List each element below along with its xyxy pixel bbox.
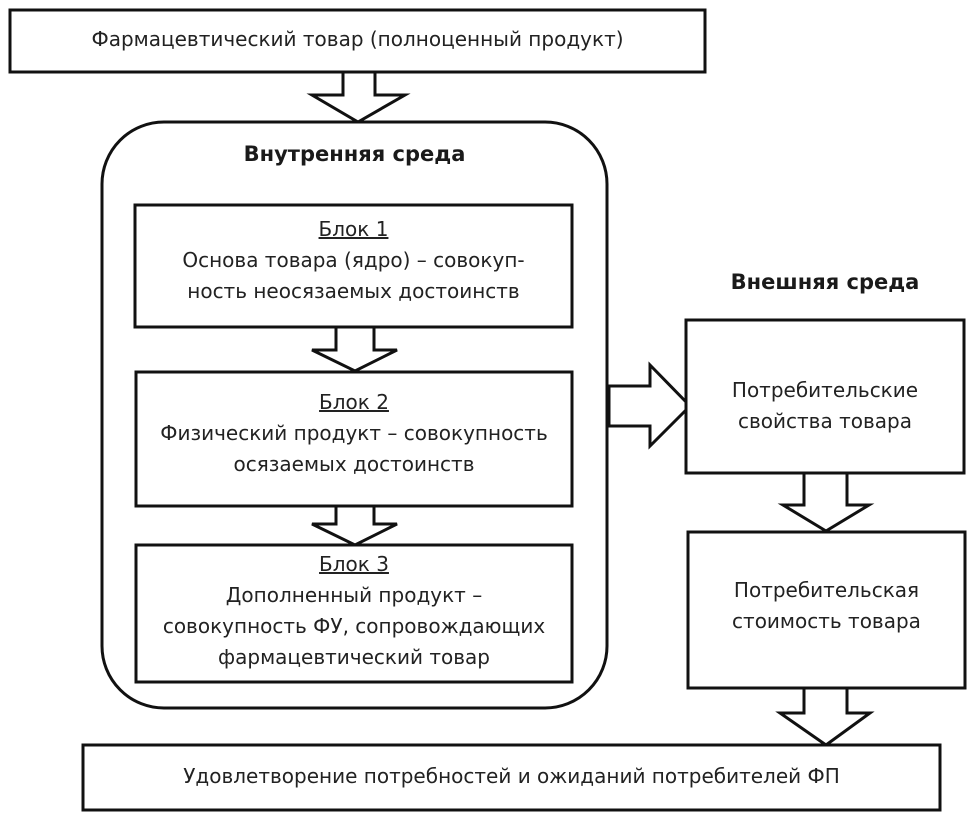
bottom-box <box>81 743 942 812</box>
consumer-value-line: стоимость товара <box>732 609 921 633</box>
block-2-line: осязаемых достоинств <box>233 452 475 476</box>
block-1-line: Основа товара (ядро) – совокуп- <box>182 248 525 272</box>
block-1-title: Блок 1 <box>318 217 389 241</box>
block-3-box <box>134 543 574 684</box>
block-3-line: совокупность ФУ, сопровождающих <box>162 614 546 638</box>
block-3-line: фармацевтический товар <box>218 645 490 669</box>
block-2-text: Блок 2 Физический продукт – совокупность… <box>136 387 572 480</box>
block-3-line: Дополненный продукт – <box>225 583 483 607</box>
consumer-properties-box <box>684 318 966 475</box>
arrow-down-icon <box>775 686 875 747</box>
consumer-value-line: Потребительская <box>733 578 920 602</box>
arrow-down-icon <box>311 504 398 547</box>
block-1-box <box>133 203 574 329</box>
bottom-box-text: Удовлетворение потребностей и ожиданий п… <box>183 764 840 788</box>
consumer-value-box <box>686 530 967 690</box>
block-1-text: Блок 1 Основа товара (ядро) – совокуп- н… <box>135 214 572 307</box>
arrow-right-icon <box>607 361 693 450</box>
top-box <box>8 8 707 74</box>
arrow-down-icon <box>777 471 875 533</box>
top-box-text: Фармацевтический товар (полноценный прод… <box>91 27 624 51</box>
consumer-value-text: Потребительская стоимость товара <box>688 575 965 637</box>
arrow-down-icon <box>311 325 398 373</box>
internal-environment-heading: Внутренняя среда <box>243 142 466 166</box>
block-3-text: Блок 3 Дополненный продукт – совокупност… <box>136 549 572 673</box>
consumer-properties-line: свойства товара <box>738 409 912 433</box>
block-3-title: Блок 3 <box>319 552 389 576</box>
external-environment-heading: Внешняя среда <box>730 270 920 294</box>
block-2-title: Блок 2 <box>319 390 389 414</box>
block-2-box <box>134 370 574 508</box>
consumer-properties-line: Потребительские <box>731 378 919 402</box>
block-1-line: ность неосязаемых достоинств <box>187 279 520 303</box>
consumer-properties-text: Потребительские свойства товара <box>686 375 964 437</box>
block-2-line: Физический продукт – совокупность <box>160 421 548 445</box>
arrow-down-icon <box>306 70 411 124</box>
